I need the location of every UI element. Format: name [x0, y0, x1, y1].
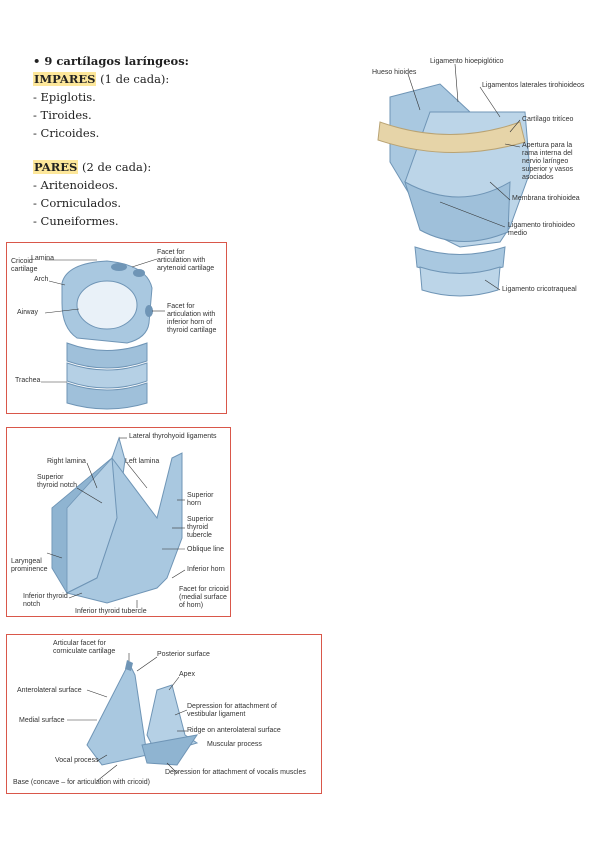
pares-item: - Cuneiformes.	[33, 212, 189, 230]
label-superior-tubercle: Superior thyroid tubercle	[187, 516, 213, 540]
larynx-figure: Hueso hioides Ligamento hioepiglótico Li…	[360, 52, 592, 302]
label-base: Base (concave – for articulation with cr…	[13, 779, 150, 787]
label-superior-horn: Superior horn	[187, 492, 213, 508]
label-oblique-line: Oblique line	[187, 546, 224, 554]
label-lateral-ligaments: Ligamentos laterales tirohioideos	[482, 82, 584, 90]
impares-line: IMPARES (1 de cada):	[33, 70, 189, 88]
impares-item: - Cricoides.	[33, 124, 189, 142]
pares-item: - Corniculados.	[33, 194, 189, 212]
pares-item: - Aritenoideos.	[33, 176, 189, 194]
label-medial-surface: Medial surface	[19, 717, 65, 725]
label-vocal-process: Vocal process	[55, 757, 99, 765]
label-facet-thyroid: Facet for articulation with inferior hor…	[167, 303, 216, 335]
label-facet-arytenoid: Facet for articulation with arytenoid ca…	[157, 249, 214, 273]
impares-item: - Epiglotis.	[33, 88, 189, 106]
label-apex: Apex	[179, 671, 195, 679]
label-arch: Arch	[34, 276, 48, 284]
label-hyothyroid-ligament: Ligamento hioepiglótico	[430, 58, 504, 66]
pares-label: PARES	[33, 160, 78, 174]
label-facet-cricoid: Facet for cricoid (medial surface of hor…	[179, 586, 229, 610]
label-muscular-process: Muscular process	[207, 741, 262, 749]
label-cricotracheal: Ligamento cricotraqueal	[502, 286, 577, 294]
label-anterolateral-surface: Anterolateral surface	[17, 687, 82, 695]
label-airway: Airway	[17, 309, 38, 317]
thyroid-figure: Lateral thyrohyoid ligaments Right lamin…	[6, 427, 231, 617]
label-triticeous: Cartílago tritíceo	[522, 116, 573, 124]
label-ridge: Ridge on anterolateral surface	[187, 727, 281, 735]
label-depression-vocalis: Depression for attachment of vocalis mus…	[165, 769, 306, 777]
pares-line: PARES (2 de cada):	[33, 158, 189, 176]
notes-heading: • 9 cartílagos laríngeos:	[33, 52, 189, 70]
pares-suffix: (2 de cada):	[78, 160, 151, 174]
label-inferior-horn: Inferior horn	[187, 566, 225, 574]
label-lamina: Lamina	[31, 255, 54, 263]
impares-label: IMPARES	[33, 72, 96, 86]
label-left-lamina: Left lamina	[125, 458, 159, 466]
label-trachea: Trachea	[15, 377, 40, 385]
label-membrane: Membrana tirohioidea	[512, 195, 580, 203]
notes-block: • 9 cartílagos laríngeos: IMPARES (1 de …	[33, 52, 189, 230]
label-inferior-tubercle: Inferior thyroid tubercle	[75, 608, 147, 616]
label-superior-notch: Superior thyroid notch	[37, 474, 77, 490]
label-median-ligament: Ligamento tirohioideo medio	[508, 222, 575, 238]
label-posterior-surface: Posterior surface	[157, 651, 210, 659]
label-hyoid: Hueso hioides	[372, 69, 416, 77]
arytenoid-figure: Articular facet for corniculate cartilag…	[6, 634, 322, 794]
cricoid-figure: Cricoid cartilage Lamina Arch Airway Tra…	[6, 242, 227, 414]
label-inferior-notch: Inferior thyroid notch	[23, 593, 68, 609]
label-right-lamina: Right lamina	[47, 458, 86, 466]
impares-item: - Tiroides.	[33, 106, 189, 124]
impares-suffix: (1 de cada):	[96, 72, 169, 86]
label-depression-vestibular: Depression for attachment of vestibular …	[187, 703, 277, 719]
label-laryngeal-prominence: Laryngeal prominence	[11, 558, 48, 574]
label-aperture: Apertura para la rama interna del nervio…	[522, 142, 573, 182]
label-articular-facet: Articular facet for corniculate cartilag…	[53, 640, 115, 656]
label-lateral-thyrohyoid: Lateral thyrohyoid ligaments	[129, 433, 217, 441]
